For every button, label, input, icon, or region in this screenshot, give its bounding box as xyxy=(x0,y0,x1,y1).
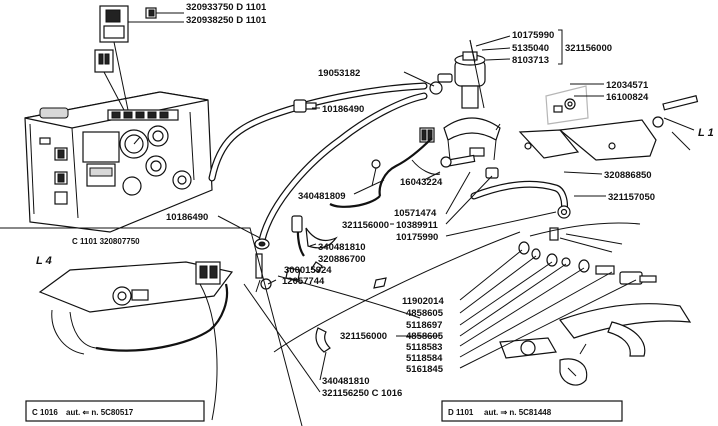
label-16100824: 16100824 xyxy=(606,92,649,103)
label-5118584: 5118584 xyxy=(406,353,443,364)
label-8103713: 8103713 xyxy=(512,55,549,66)
mounting-bracket xyxy=(518,85,699,161)
label-5118697: 5118697 xyxy=(406,320,442,331)
label-340481810-low: 340481810 xyxy=(322,376,370,387)
part-labels: 320933750 D 1101 320938250 D 1101 101759… xyxy=(36,2,714,399)
label-5118583: 5118583 xyxy=(406,342,442,353)
label-321156000-low: 321156000 xyxy=(340,331,387,342)
label-l4: L 4 xyxy=(36,255,52,267)
lower-left-component xyxy=(0,227,303,426)
routing-lines xyxy=(243,222,641,393)
label-l1: L 1 xyxy=(698,127,714,139)
note-d1101-code: D 1101 xyxy=(448,408,474,417)
label-321157050: 321157050 xyxy=(608,192,655,203)
label-300015924: 300015924 xyxy=(284,265,332,276)
label-11902014: 11902014 xyxy=(402,296,444,307)
label-12034571: 12034571 xyxy=(606,80,649,91)
small-parts xyxy=(254,238,387,353)
label-16043224: 16043224 xyxy=(400,177,443,188)
wiring-harness xyxy=(291,137,441,257)
note-d1101: D 1101 aut. ⇒ n. 5C81448 xyxy=(441,400,623,422)
label-321156000-mid: 321156000 xyxy=(342,220,389,231)
reservoir-assembly xyxy=(429,39,501,161)
label-4858605-a: 4858605 xyxy=(406,308,444,319)
label-340481810-mid: 340481810 xyxy=(318,242,366,253)
label-321156250: 321156250 C 1016 xyxy=(322,388,402,399)
note-d1101-text: aut. ⇒ n. 5C81448 xyxy=(484,408,552,417)
label-5161845: 5161845 xyxy=(406,364,444,375)
label-321156000-top: 321156000 xyxy=(565,43,612,54)
label-10186490-left: 10186490 xyxy=(166,212,208,223)
label-320886700: 320886700 xyxy=(318,254,366,265)
note-c1016-code: C 1016 xyxy=(32,408,58,417)
label-12057744: 12057744 xyxy=(282,276,325,287)
label-5135040: 5135040 xyxy=(512,43,549,54)
label-19053182: 19053182 xyxy=(318,68,360,79)
engine-fittings xyxy=(499,227,692,386)
label-320933750: 320933750 D 1101 xyxy=(186,2,267,13)
label-320938250: 320938250 D 1101 xyxy=(186,15,267,26)
label-4858605-b: 4858605 xyxy=(406,331,444,342)
label-340481809: 340481809 xyxy=(298,191,346,202)
label-10175990-top: 10175990 xyxy=(512,30,554,41)
label-10571474: 10571474 xyxy=(394,208,437,219)
leader-lines xyxy=(128,12,695,381)
instrument-panel xyxy=(24,91,213,233)
label-10186490-top: 10186490 xyxy=(322,104,364,115)
label-320886850: 320886850 xyxy=(604,170,652,181)
label-10389911: 10389911 xyxy=(396,220,438,231)
note-c1016: C 1016 aut. ⇐ n. 5C80517 xyxy=(25,400,205,422)
vacuum-hoses xyxy=(208,82,568,244)
note-c1016-text: aut. ⇐ n. 5C80517 xyxy=(66,408,134,417)
label-10175990-mid: 10175990 xyxy=(396,232,438,243)
label-c1101: C 1101 320807750 xyxy=(72,237,140,246)
